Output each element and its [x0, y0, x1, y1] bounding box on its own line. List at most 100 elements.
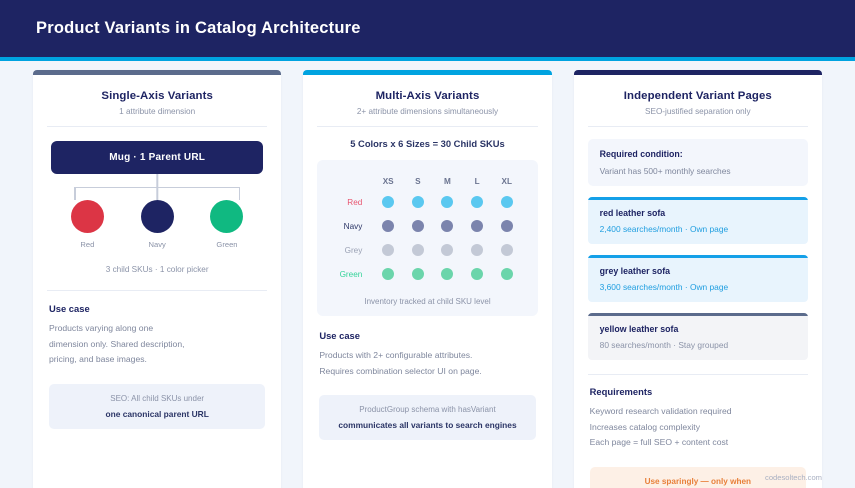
matrix-row-label: Navy [343, 221, 363, 231]
matrix-dot[interactable] [382, 268, 395, 280]
matrix-col-header: XS [382, 176, 394, 186]
required-condition-title: Required condition: [599, 149, 683, 159]
matrix-dot[interactable] [411, 220, 424, 232]
matrix-row-label: Green [339, 269, 363, 279]
matrix-col-header: L [474, 176, 480, 186]
matrix-dot[interactable] [441, 196, 454, 208]
seo-callout: SEO: All child SKUs under one canonical … [49, 383, 266, 429]
tree-connectors [51, 174, 263, 200]
variant-row-yellow-leather-sofa[interactable]: yellow leather sofa 80 searches/month · … [587, 313, 808, 360]
connector-branch-right [238, 187, 240, 200]
matrix-dot[interactable] [382, 220, 395, 232]
card-single-axis-variants[interactable]: Single-Axis Variants 1 attribute dimensi… [33, 70, 282, 488]
variant-name: red leather sofa [599, 208, 666, 218]
matrix-row-label: Grey [344, 245, 363, 255]
card-header: Multi-Axis Variants 2+ attribute dimensi… [303, 75, 551, 116]
matrix-row-label: Red [347, 197, 363, 207]
variant-tree-diagram: Mug · 1 Parent URL Red Navy [33, 127, 281, 274]
matrix-dot[interactable] [500, 268, 513, 280]
use-case-line: Products with 2+ configurable attributes… [319, 350, 473, 360]
matrix-dot[interactable] [411, 244, 424, 256]
required-condition-box: Required condition: Variant has 500+ mon… [587, 139, 808, 186]
variant-row-body: red leather sofa 2,400 searches/month · … [588, 200, 808, 244]
matrix-header-row: XS S M L XL [327, 172, 527, 190]
matrix-dot[interactable] [471, 220, 484, 232]
cards-container: Single-Axis Variants 1 attribute dimensi… [0, 61, 855, 488]
matrix-footer-note: Inventory tracked at child SKU level [364, 297, 491, 306]
use-case-line: dimension only. Shared description, [49, 338, 185, 349]
page-title: Product Variants in Catalog Architecture [36, 19, 361, 37]
matrix-size-headers: XS S M L XL [373, 177, 527, 186]
matrix-row: Grey [327, 238, 527, 262]
use-case-section: Use case Products varying along one dime… [33, 291, 281, 368]
page-header: Product Variants in Catalog Architecture [0, 0, 855, 57]
card-accent-bar [573, 70, 822, 75]
child-sku-label: Red [80, 240, 95, 249]
divider [317, 126, 538, 127]
callout-bottom-text: communicates all variants to search engi… [338, 420, 517, 430]
tree-footer-note: 3 child SKUs · 1 color picker [105, 265, 209, 274]
divider [587, 374, 808, 375]
variant-row-accent [587, 255, 808, 258]
matrix-dot[interactable] [471, 268, 484, 280]
divider [47, 290, 268, 291]
matrix-dot[interactable] [500, 220, 513, 232]
use-case-line: Requires combination selector UI on page… [319, 365, 482, 376]
requirements-title: Requirements [589, 386, 653, 397]
child-sku-red[interactable]: Red [53, 200, 122, 249]
requirements-section: Requirements Keyword research validation… [574, 375, 822, 451]
color-swatch-green [210, 200, 244, 233]
matrix-col-header: S [415, 176, 421, 186]
matrix-dot[interactable] [382, 196, 395, 208]
schema-callout: ProductGroup schema with hasVariant comm… [319, 395, 536, 440]
parent-url-node[interactable]: Mug · 1 Parent URL [51, 141, 264, 174]
matrix-dot[interactable] [471, 196, 484, 208]
divider [587, 126, 808, 127]
variant-meta: 80 searches/month · Stay grouped [599, 340, 729, 350]
connector-branch-center [156, 187, 158, 200]
requirements-line: Increases catalog complexity [589, 421, 700, 432]
use-case-title: Use case [49, 303, 90, 314]
matrix-row-cells [373, 268, 527, 280]
callout-top-text: SEO: All child SKUs under [110, 393, 205, 403]
variant-row-red-leather-sofa[interactable]: red leather sofa 2,400 searches/month · … [587, 197, 808, 244]
use-case-section: Use case Products with 2+ configurable a… [303, 316, 551, 379]
card-subtitle: 1 attribute dimension [119, 107, 196, 116]
color-swatch-navy [140, 200, 174, 233]
connector-vertical-trunk [156, 174, 158, 188]
matrix-row: Red [327, 190, 527, 214]
use-case-title: Use case [319, 330, 360, 341]
variant-name: grey leather sofa [599, 266, 671, 276]
variant-meta: 2,400 searches/month · Own page [599, 224, 729, 234]
card-independent-variant-pages[interactable]: Independent Variant Pages SEO-justified … [573, 70, 822, 488]
matrix-dot[interactable] [471, 244, 484, 256]
callout-top-text: Use sparingly — only when [644, 476, 752, 486]
connector-branch-left [74, 187, 76, 200]
child-sku-navy[interactable]: Navy [123, 200, 192, 249]
card-subtitle: SEO-justified separation only [645, 107, 751, 116]
variant-meta: 3,600 searches/month · Own page [599, 282, 729, 292]
variant-row-accent [587, 313, 808, 316]
requirements-line: Each page = full SEO + content cost [589, 437, 729, 447]
child-sku-green[interactable]: Green [193, 200, 262, 249]
use-case-line: pricing, and base images. [49, 354, 147, 364]
card-header: Single-Axis Variants 1 attribute dimensi… [33, 75, 281, 116]
color-swatch-red [70, 200, 104, 233]
matrix-dot[interactable] [411, 268, 424, 280]
warning-callout: Use sparingly — only when search demand … [589, 466, 806, 488]
child-sku-label: Green [216, 240, 238, 249]
matrix-dot[interactable] [441, 244, 454, 256]
matrix-row-cells [373, 196, 527, 208]
variant-row-grey-leather-sofa[interactable]: grey leather sofa 3,600 searches/month ·… [587, 255, 808, 302]
variant-matrix: XS S M L XL Red [317, 160, 538, 316]
card-multi-axis-variants[interactable]: Multi-Axis Variants 2+ attribute dimensi… [303, 70, 552, 488]
matrix-dot[interactable] [382, 244, 395, 256]
matrix-dot[interactable] [441, 220, 454, 232]
variant-name: yellow leather sofa [599, 324, 679, 334]
callout-bottom-text: one canonical parent URL [105, 408, 209, 419]
matrix-dot[interactable] [411, 196, 424, 208]
matrix-dot[interactable] [500, 196, 513, 208]
matrix-dot[interactable] [441, 268, 454, 280]
matrix-dot[interactable] [500, 244, 513, 256]
